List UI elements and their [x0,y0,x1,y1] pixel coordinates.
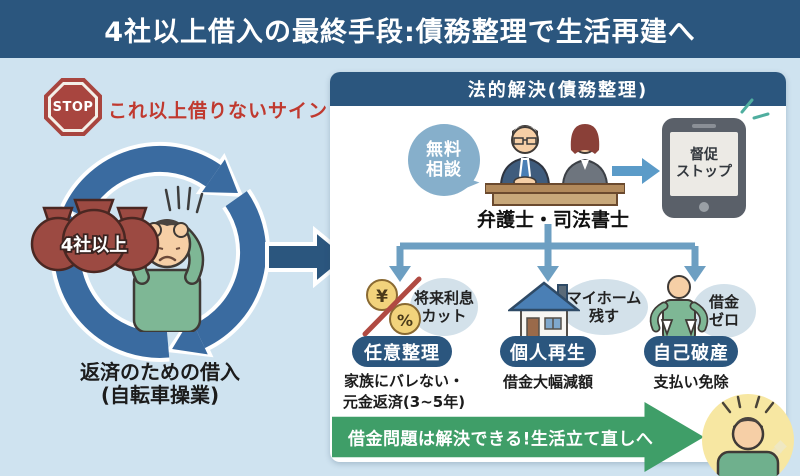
option2-badge-label: 個人再生 [510,342,586,364]
branch-connector-icon [389,224,706,282]
option1-badge: 任意整理 [352,336,452,367]
experts-label: 弁護士・司法書士 [476,209,629,231]
money-bags-label: 4社以上 [61,234,128,256]
warning-text: これ以上借りないサイン [108,100,329,122]
option3-badge: 自己破産 [644,336,738,367]
option3-bubble-line1: 借金 [708,293,739,311]
stop-sign-icon: STOP [44,78,102,136]
relieved-person-icon [716,395,782,476]
free-consult-line2: 相談 [426,160,462,180]
cycle-caption-line1: 返済のための借入 [80,360,240,384]
phone-home-button [699,202,709,212]
relieved-person-badge [702,394,794,476]
header-bar: 4社以上借入の最終手段:債務整理で生活再建へ [0,0,800,58]
free-consult-bubble: 無料 相談 [408,124,480,196]
phone-speaker [692,124,716,128]
option3-bubble-line2: ゼロ [708,311,739,329]
option1-desc-line1: 家族にバレない・ [343,372,464,390]
option1-bubble-line1: 将来利息 [413,289,474,307]
panel-title: 法的解決(債務整理) [467,80,649,101]
option2-bubble-line2: 残す [588,307,619,325]
page-title: 4社以上借入の最終手段:債務整理で生活再建へ [104,16,696,48]
option1-desc-line2: 元金返済(3~5年) [342,393,466,411]
option3-desc: 支払い免除 [636,372,746,393]
yen-symbol: ¥ [376,287,388,307]
option2-desc-line1: 借金大幅減額 [502,373,593,391]
empty-pockets-icon [649,275,709,347]
option1-bubble-line2: カット [421,307,467,325]
outcome-text: 借金問題は解決できる!生活立て直しへ [348,429,654,450]
stop-sign-label: STOP [52,99,94,115]
option3-desc-line1: 支払い免除 [653,373,729,391]
option2-desc: 借金大幅減額 [488,372,608,393]
phone-screen: 督促 ストップ [670,132,738,196]
percent-symbol: % [397,311,413,330]
option2-bubble-line1: マイホーム [566,289,642,307]
phone-icon: 督促 ストップ [662,118,746,218]
cycle-caption-line2: (自転車操業) [100,383,220,407]
option1-benefit-bubble: 将来利息 カット [410,278,478,336]
phone-text-line1: 督促 [690,147,718,163]
option2-badge: 個人再生 [500,336,596,367]
phone-sparkle-icon [740,98,770,120]
option1-desc: 家族にバレない・ 元金返済(3~5年) [334,371,474,413]
option3-badge-label: 自己破産 [653,342,729,364]
cycle-caption: 返済のための借入 (自転車操業) [55,361,265,407]
panel-header: 法的解決(債務整理) [330,72,786,106]
free-consult-line1: 無料 [426,140,462,160]
house-icon [508,281,580,341]
phone-text-line2: ストップ [676,164,732,180]
to-phone-arrow-icon [612,158,660,184]
money-bags-icon: 4社以上 [30,198,160,274]
option1-badge-label: 任意整理 [364,342,440,364]
interest-cut-icon: ¥ % [362,276,422,337]
lawyers-desk-icon [485,124,625,206]
